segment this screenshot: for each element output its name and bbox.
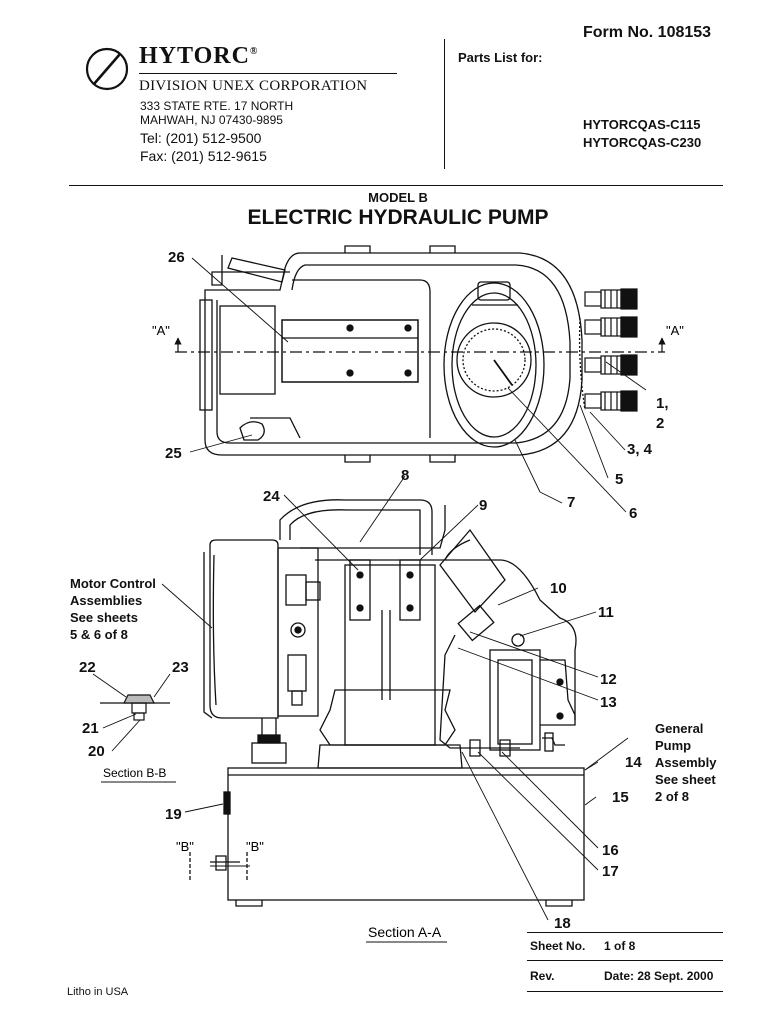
rev-label: Rev. (530, 969, 555, 983)
callout-9: 9 (479, 497, 487, 514)
callout-21: 21 (82, 720, 99, 737)
callout-3-4: 3, 4 (627, 441, 653, 458)
callout-10: 10 (550, 580, 567, 597)
general-pump-note-5: 2 of 8 (655, 789, 689, 804)
callout-2: 2 (656, 415, 664, 432)
model-number-2: HYTORCQAS-C230 (583, 135, 702, 150)
form-number: Form No. 108153 (583, 24, 712, 41)
page-title: ELECTRIC HYDRAULIC PUMP (247, 206, 549, 229)
telephone: Tel: (201) 512-9500 (140, 130, 262, 146)
model-subtitle: MODEL B (368, 190, 428, 205)
pressure-gauge-dial (456, 322, 532, 398)
section-a-a-caption: Section A-A (368, 924, 442, 940)
brand-text: HYTORC (139, 43, 250, 69)
callout-11: 11 (598, 604, 614, 621)
sheet-value: 1 of 8 (604, 939, 636, 953)
section-b-b-caption: Section B-B (103, 766, 166, 780)
callout-20: 20 (88, 743, 105, 760)
general-pump-note-4: See sheet (655, 772, 716, 787)
gauge-bezel (443, 282, 545, 448)
section-a-left-label: "A" (152, 323, 170, 338)
callout-17: 17 (602, 863, 619, 880)
brand-name: HYTORC® (139, 43, 258, 70)
division-name: DIVISION UNEX CORPORATION (139, 78, 368, 94)
callout-14: 14 (625, 754, 642, 771)
top-view (175, 245, 665, 463)
callout-leaders (92, 257, 647, 921)
revision-date: Date: 28 Sept. 2000 (604, 969, 714, 983)
brand-underline (139, 73, 397, 74)
callout-6: 6 (629, 505, 637, 522)
handle-lever (227, 257, 286, 283)
callout-23: 23 (172, 659, 189, 676)
general-pump-note-1: General (655, 721, 703, 736)
callout-12: 12 (600, 671, 617, 688)
general-pump-note-2: Pump (655, 738, 691, 753)
footer-rule-mid (527, 960, 723, 961)
section-b-b-detail (100, 694, 170, 721)
motor-control-note-1: Motor Control (70, 576, 156, 591)
motor-control-note-3: See sheets (70, 610, 138, 625)
address-line-1: 333 STATE RTE. 17 NORTH (140, 99, 294, 113)
header-rule (69, 185, 723, 186)
parts-list-label: Parts List for: (458, 50, 543, 65)
callout-18: 18 (554, 915, 571, 932)
section-b-right-label: "B" (246, 839, 264, 854)
registered-mark: ® (249, 46, 259, 57)
callout-15: 15 (612, 789, 629, 806)
callout-25: 25 (165, 445, 182, 462)
section-a-right-label: "A" (666, 323, 684, 338)
fax: Fax: (201) 512-9615 (140, 148, 267, 164)
footer-rule-top (527, 932, 723, 933)
sheet-label: Sheet No. (530, 939, 586, 953)
general-pump-note-3: Assembly (655, 755, 717, 770)
reservoir-cover-plate (281, 319, 419, 383)
hytorc-logo-mark (85, 47, 129, 91)
footer-rule-bottom (527, 991, 723, 992)
callout-1: 1, (656, 395, 669, 412)
callout-7: 7 (567, 494, 575, 511)
callout-13: 13 (600, 694, 617, 711)
address-line-2: MAHWAH, NJ 07430-9895 (140, 113, 283, 127)
section-b-left-label: "B" (176, 839, 194, 854)
litho-note: Litho in USA (67, 986, 129, 998)
callout-24: 24 (263, 488, 280, 505)
motor-control-note-2: Assemblies (70, 593, 142, 608)
callout-16: 16 (602, 842, 619, 859)
callout-19: 19 (165, 806, 182, 823)
header-vertical-divider (444, 39, 445, 169)
callout-5: 5 (615, 471, 623, 488)
model-number-1: HYTORCQAS-C115 (583, 117, 701, 132)
callout-22: 22 (79, 659, 96, 676)
hose-couplers (584, 288, 638, 412)
reservoir-tank (227, 767, 585, 901)
callout-8: 8 (401, 467, 409, 484)
callout-26: 26 (168, 249, 185, 266)
section-a-markers (174, 337, 666, 352)
section-a-a-view (189, 499, 585, 907)
motor-housing (209, 539, 279, 719)
motor-control-note-4: 5 & 6 of 8 (70, 627, 128, 642)
